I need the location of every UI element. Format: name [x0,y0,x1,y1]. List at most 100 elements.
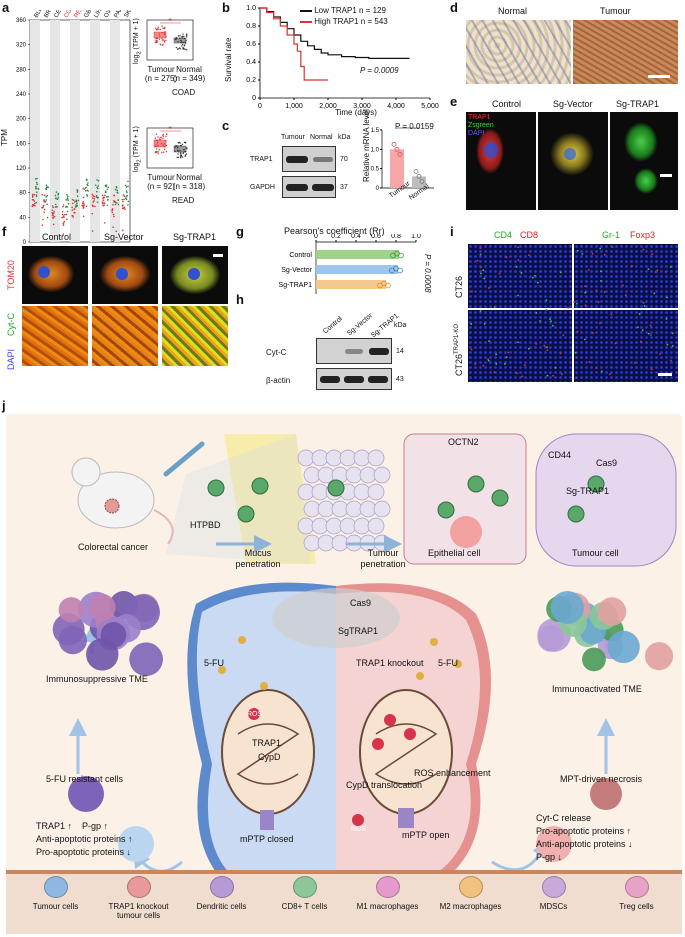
i-cell-dot [671,332,674,335]
i-cell-dot [631,264,633,267]
i-cell-dot [666,343,669,346]
box-dot [162,39,164,41]
strip-dot [41,194,44,196]
i-cell-dot [505,256,508,259]
j-mucus: Mucus penetration [235,548,281,569]
strip-dot [124,184,127,187]
strip-dot [35,188,37,190]
scale-bar [648,75,670,78]
surv-ytick-label: 0.6 [246,41,256,48]
read-tumour-label: Tumour(n = 92) [147,173,175,191]
strip-dot [96,179,98,181]
strip-dot [106,204,109,206]
strip-dot [71,206,73,209]
tumour-cluster-cell [303,500,321,518]
strip-dot [67,195,69,198]
box-dot [157,141,159,144]
nanoparticle [251,477,269,495]
i-cell-dot [659,353,661,355]
panel-label-f: f [2,224,7,239]
box-dot [165,144,168,147]
i-cell-dot [517,294,519,297]
legend-label: M2 macrophages [439,902,502,911]
tumour-cluster-cell [367,483,385,501]
i-cell-dot [641,329,644,332]
strip-dot [82,201,85,203]
legend-item: Dendritic cells [183,876,261,911]
nanoparticle [491,489,509,507]
panel-label-a: a [2,0,10,15]
strip-dot [62,222,65,225]
strip-dot [55,205,58,208]
box-dot [179,48,181,50]
i-cell-dot [495,353,498,356]
box-dot [174,150,176,152]
panel-e-image-sgtrap1 [610,112,678,210]
tumour-cluster-cell [353,449,371,467]
i-cell-dot [536,281,539,284]
i-cell-dot [493,306,496,309]
i-cell-dot [597,301,600,303]
strip-dot [52,223,55,226]
j-colorectal: Colorectal cancer [78,542,149,552]
strip-dot [116,189,118,192]
blot-c-header-tumour: Tumour [281,134,305,141]
strip-dot [76,195,79,198]
strip-dot [76,204,79,207]
i-cell-dot [476,259,479,262]
legend-cell-icon [209,876,234,898]
panel-i-image-ko-cd4cd8 [468,310,572,382]
c-ytick-label: 1.0 [371,147,380,153]
strip-dot [124,197,127,199]
box-dot [177,145,179,147]
strip-dot [104,191,107,194]
strip-dot [33,194,36,196]
strip-dot [43,199,45,202]
j-right-item-1: Cyt-C release [536,813,592,823]
i-cell-dot [650,368,653,371]
j-left-item-4: Pro-apoptotic proteins ↓ [36,847,132,857]
i-cell-dot [636,326,639,329]
strip-dot [57,196,60,199]
i-cell-dot [498,272,501,275]
strip-dot [84,187,87,189]
legend-item: M2 macrophages [432,876,510,911]
strip-dot [111,211,114,214]
strip-dot [81,204,84,207]
box-dot [179,156,182,158]
strip-dot [62,233,65,235]
box-dot [176,156,178,159]
j-ros-right: ROS [351,826,367,833]
nanoparticle [327,479,345,497]
strip-dot [93,195,96,198]
c-point [419,179,425,184]
i-cell-dot [505,356,508,359]
blot-h-row1 [316,338,392,364]
strip-dot [125,186,128,188]
box-dot [183,48,185,50]
c-point [416,174,422,179]
surv-ytick-label: 0.8 [246,23,256,30]
strip-ytick-label: 0 [23,240,27,246]
strip-dot [31,205,34,208]
box-dot [177,149,179,151]
strip-dot [43,208,46,211]
i-cell-dot [634,362,636,364]
strip-band [70,20,80,242]
strip-dot [41,206,43,209]
surv-xtick-label: 0 [258,103,262,110]
strip-dot [43,211,46,214]
tme-right-cell [607,630,640,664]
strip-dot [55,197,57,200]
i-cell-dot [649,324,652,327]
j-tumour-pen: Tumour penetration [360,548,406,569]
i-cell-dot [545,308,548,311]
panel-f-image-sgvector-top [92,246,158,304]
j-fu-resistant: 5-FU resistant cells [46,774,124,784]
box-dot [182,156,184,158]
tumour-cluster-cell [297,483,315,501]
strip-dot [71,214,74,217]
strip-dot [122,204,124,206]
tme-left-cell [88,593,116,622]
strip-dot [51,209,54,211]
